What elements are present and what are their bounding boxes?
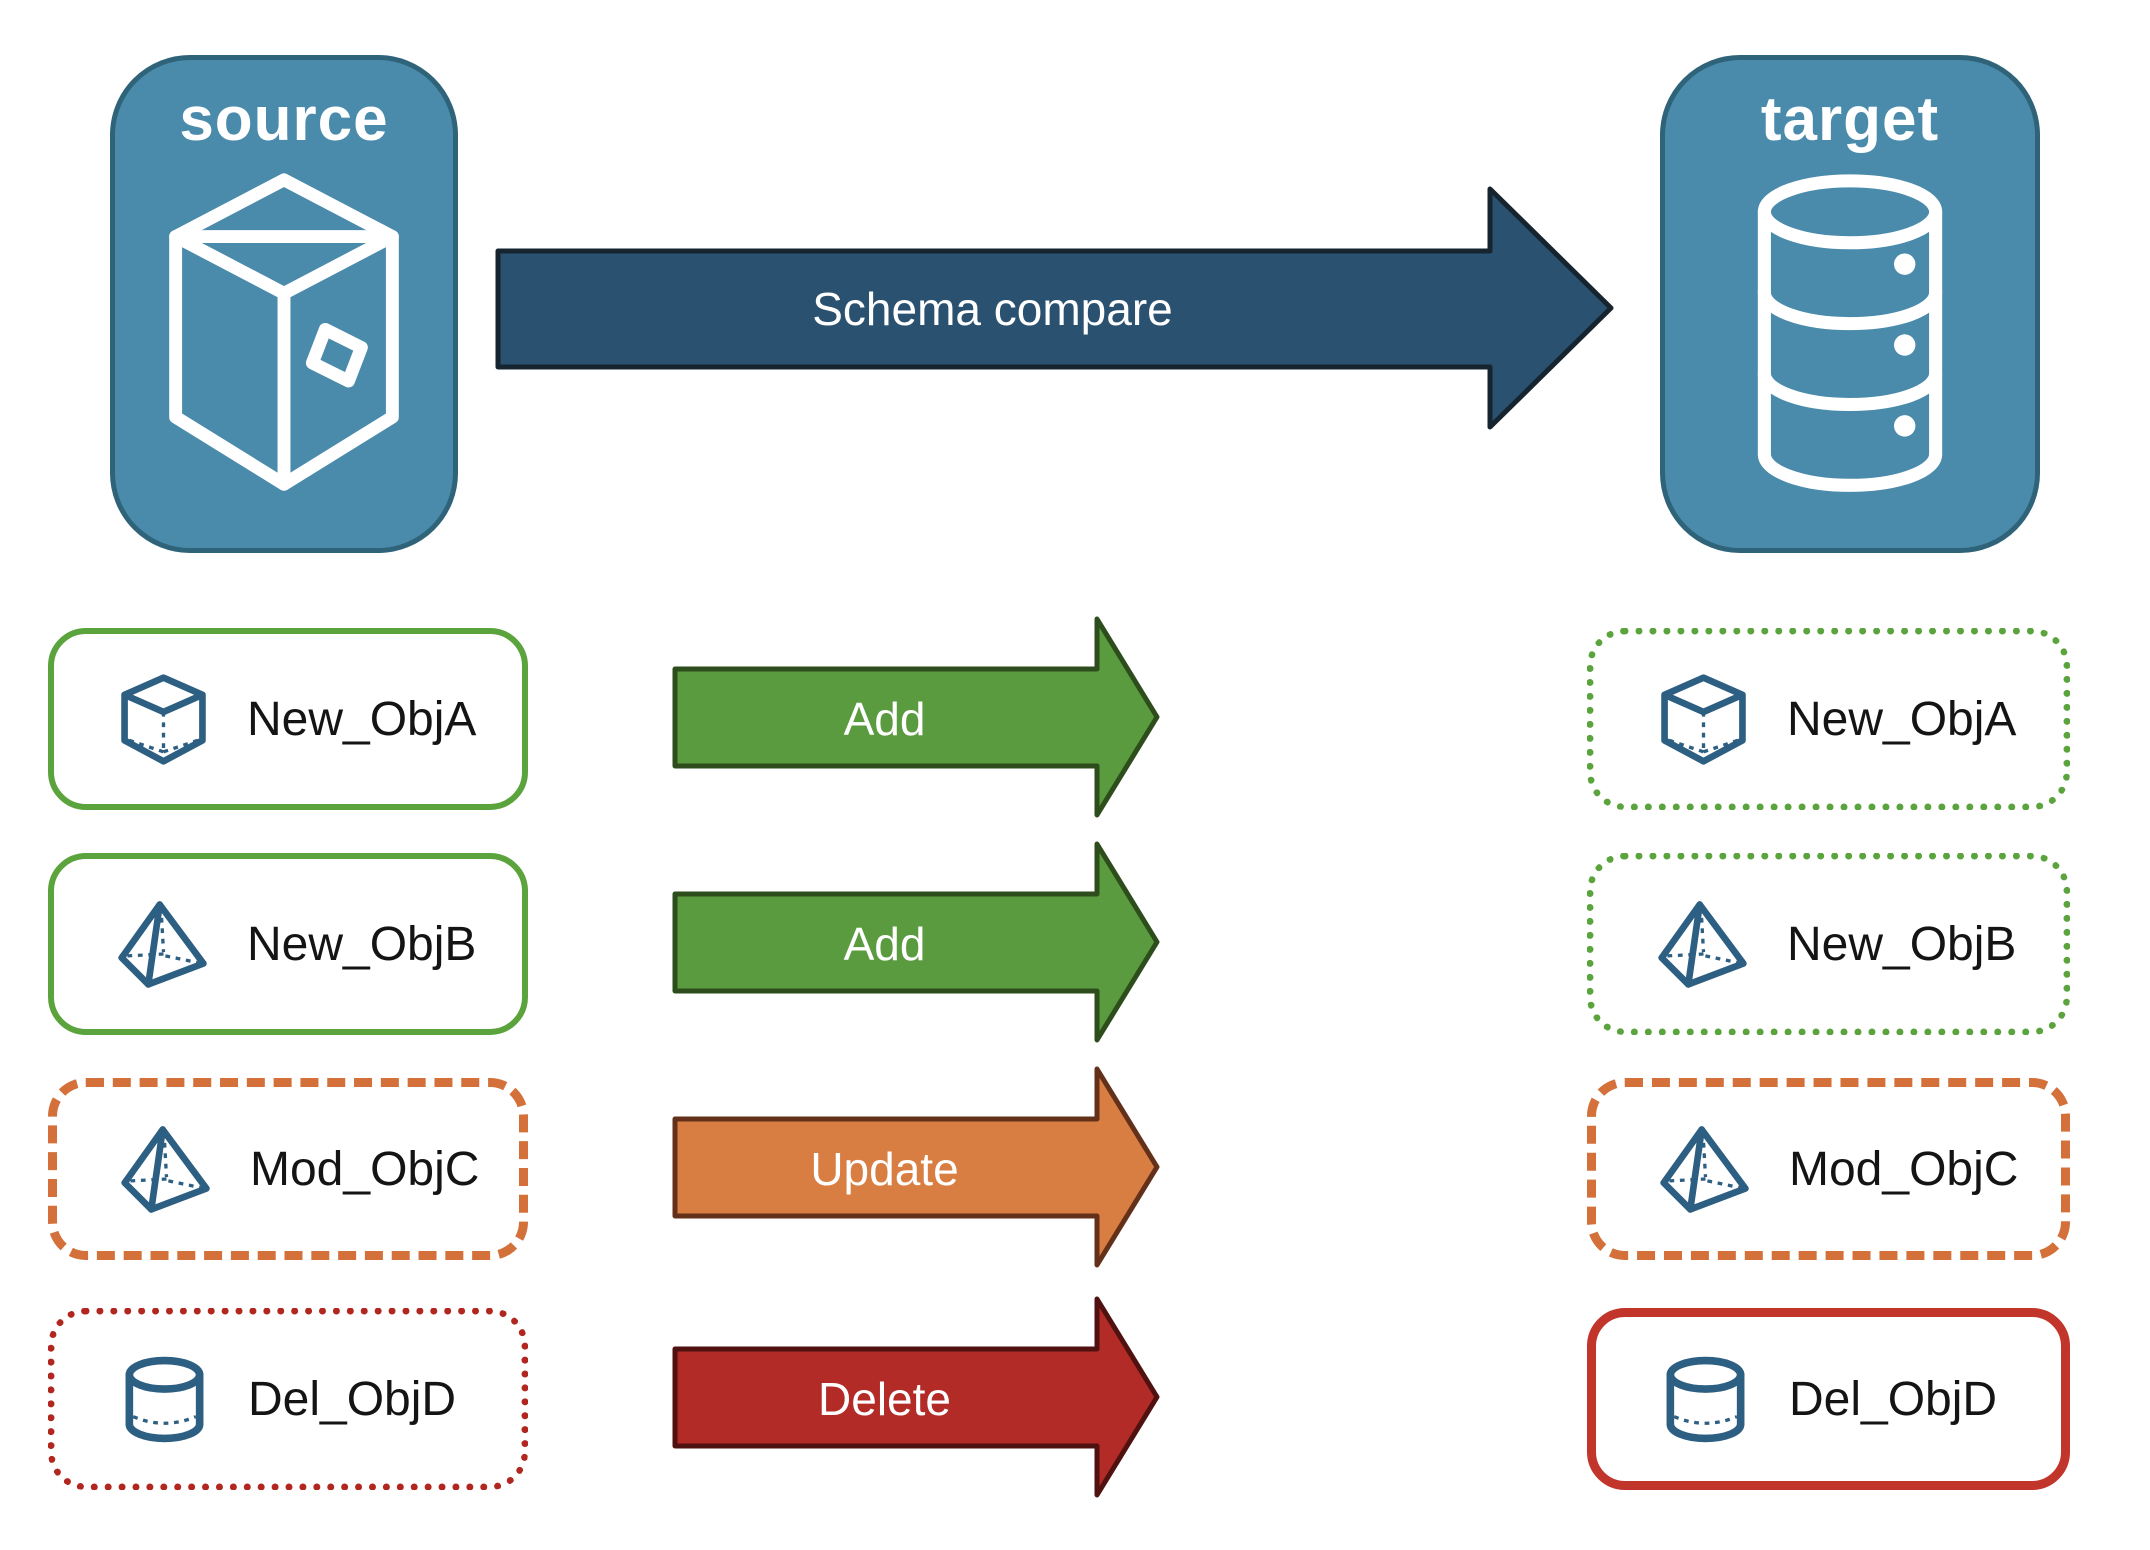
object-name: New_ObjA xyxy=(247,692,477,746)
change-row-del-objd: Del_ObjD Delete Del_ObjD xyxy=(0,1296,2150,1498)
target-object-box: New_ObjB xyxy=(1587,853,2070,1035)
pyramid-icon xyxy=(119,1122,214,1217)
object-name: Del_ObjD xyxy=(248,1372,457,1426)
object-name: New_ObjB xyxy=(1787,917,2017,971)
action-label: Delete xyxy=(818,1373,951,1425)
delete-arrow xyxy=(672,1296,1160,1498)
database-icon xyxy=(1731,169,1969,502)
pyramid-icon xyxy=(1656,897,1751,992)
schema-compare-label: Schema compare xyxy=(812,282,1173,335)
pyramid-icon xyxy=(116,897,211,992)
change-row-mod-objc: Mod_ObjC Update Mod_ObjC xyxy=(0,1066,2150,1268)
package-icon xyxy=(155,169,413,495)
target-node-title: target xyxy=(1760,85,1940,154)
object-name: Mod_ObjC xyxy=(250,1142,480,1196)
change-row-new-objb: New_ObjB Add New_ObjB xyxy=(0,841,2150,1043)
target-object-box: Mod_ObjC xyxy=(1587,1078,2070,1260)
source-node-title: source xyxy=(179,85,389,154)
cylinder-icon xyxy=(117,1352,212,1447)
add-arrow xyxy=(672,841,1160,1043)
pyramid-icon xyxy=(1658,1122,1753,1217)
add-arrow xyxy=(672,616,1160,818)
object-name: New_ObjB xyxy=(247,917,477,971)
action-label: Add xyxy=(843,918,926,970)
cylinder-icon xyxy=(1658,1352,1753,1447)
source-node: source xyxy=(110,55,458,553)
action-label: Add xyxy=(843,693,926,745)
object-name: Mod_ObjC xyxy=(1789,1142,2019,1196)
object-name: New_ObjA xyxy=(1787,692,2017,746)
target-object-box: Del_ObjD xyxy=(1587,1308,2070,1490)
cube-icon xyxy=(116,672,211,767)
schema-compare-arrow xyxy=(495,186,1614,430)
object-name: Del_ObjD xyxy=(1789,1372,1998,1426)
target-node: target xyxy=(1660,55,2040,553)
target-object-box: New_ObjA xyxy=(1587,628,2070,810)
source-object-box: Mod_ObjC xyxy=(48,1078,528,1260)
update-arrow xyxy=(672,1066,1160,1268)
source-object-box: New_ObjA xyxy=(48,628,528,810)
source-object-box: Del_ObjD xyxy=(48,1308,528,1490)
action-label: Update xyxy=(810,1143,959,1195)
change-row-new-obja: New_ObjA Add New_ObjA xyxy=(0,616,2150,818)
cube-icon xyxy=(1656,672,1751,767)
source-object-box: New_ObjB xyxy=(48,853,528,1035)
